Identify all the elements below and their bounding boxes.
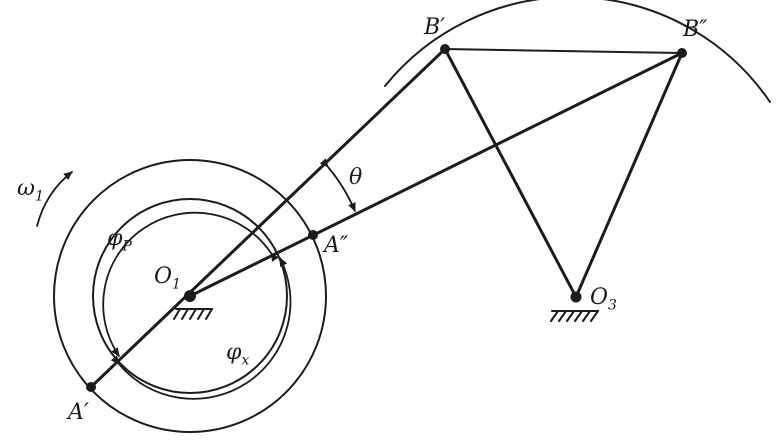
omega-rotation-arrow [36,171,73,227]
label-o3: O3 [590,285,617,314]
link-a1-b1 [89,47,447,389]
label-phi-x: φx [226,340,250,369]
label-b1: B′ [424,15,446,40]
phi-p-angle-arc [102,211,279,357]
joint-b2 [677,48,687,58]
link-o1-b2 [188,51,684,298]
label-a1: A′ [68,400,89,425]
joint-o3 [570,291,582,303]
phi-x-angle-arc [110,257,292,400]
joint-b1 [440,44,450,54]
ground-support-o1 [173,308,213,320]
label-omega: ω1 [17,176,44,205]
joint-o1 [184,290,196,302]
label-b2: B″ [683,17,708,42]
theta-angle-arc [319,158,356,212]
crank-circle-outer [53,159,327,433]
link-b1-b2 [444,48,683,54]
joint-a2 [308,230,318,240]
ground-support-o3 [550,310,599,322]
joint-a1 [86,382,96,392]
rocker-o3-b2 [574,51,684,299]
rocker-o3-b1 [443,47,578,299]
label-theta: θ [349,165,363,190]
label-o1: O1 [154,264,181,293]
rocker-arc [384,0,771,103]
label-a2: A″ [324,233,349,258]
label-phi-p: φP [107,226,132,255]
